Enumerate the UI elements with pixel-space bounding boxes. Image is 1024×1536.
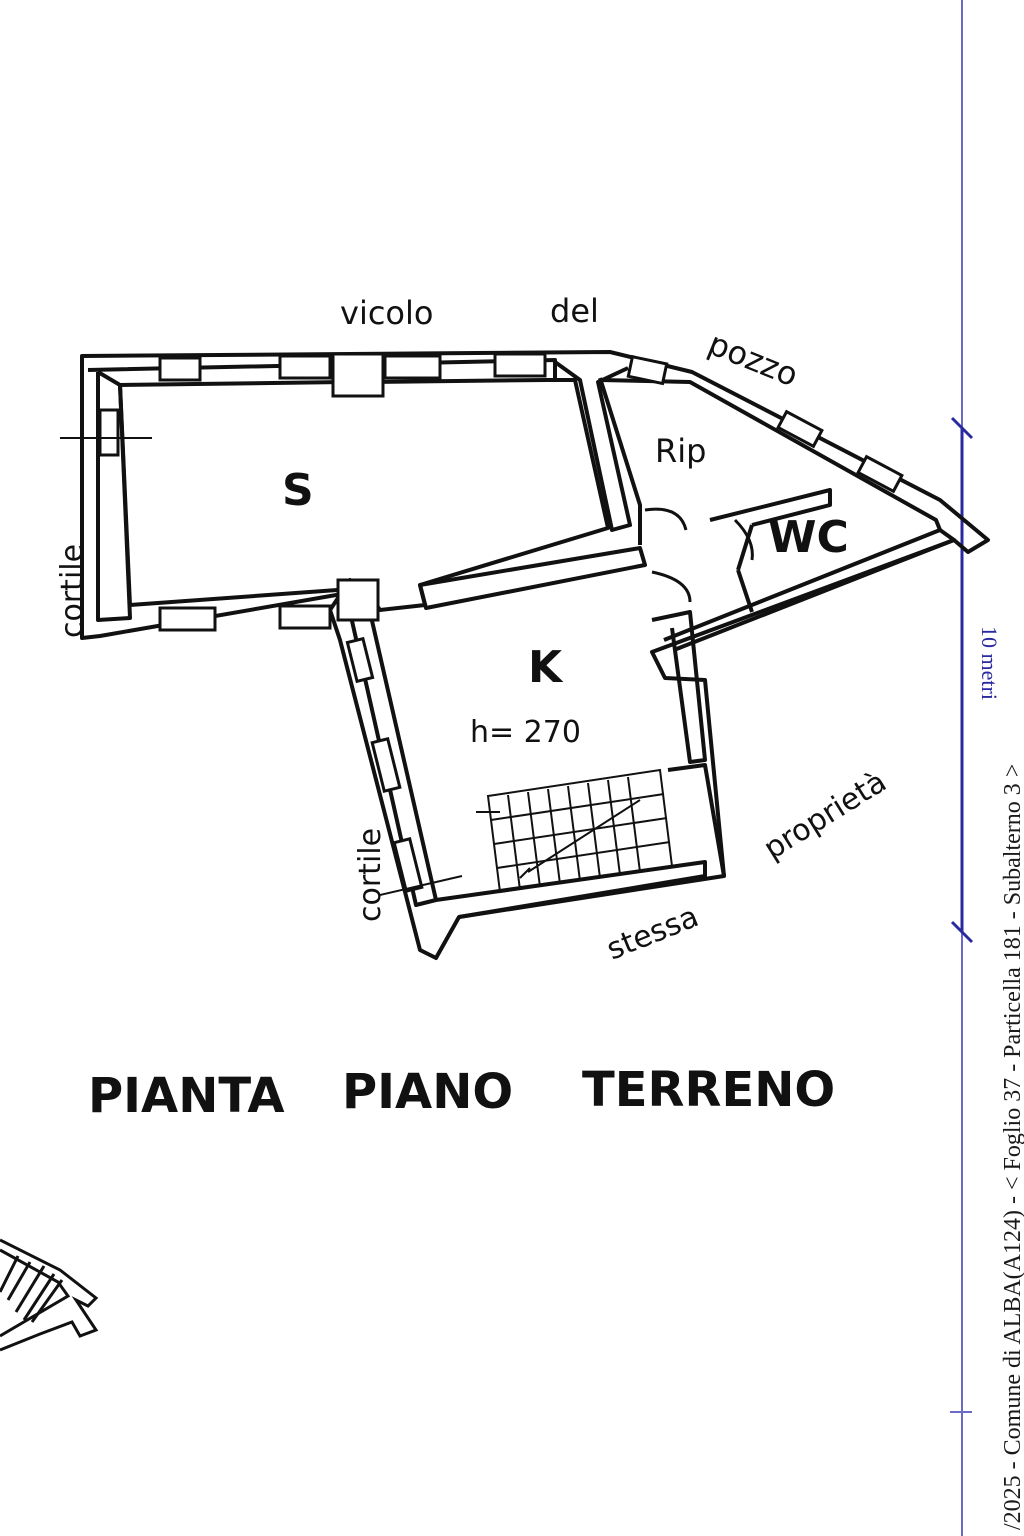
door-arc-wc	[733, 518, 754, 561]
wc-bottom-wall	[663, 528, 956, 652]
partition-block	[418, 546, 647, 610]
room-label-rip: Rip	[655, 432, 706, 470]
stessa-label: stessa	[602, 899, 704, 967]
k-room-inner-wall	[667, 763, 726, 877]
scale-bar	[950, 416, 974, 944]
room-s-inner-wall	[118, 378, 610, 612]
wc-wall-top	[709, 488, 832, 527]
rip-wall	[598, 377, 642, 545]
staircase	[476, 768, 674, 894]
k-room-right-wall	[651, 610, 707, 764]
cortile-label-bottom: cortile	[353, 828, 388, 922]
windows	[98, 352, 904, 894]
entry-arrow	[379, 875, 463, 896]
cadastral-stamp-text: /2025 - Comune di ALBA(A124) - < Foglio …	[1000, 764, 1024, 1530]
street-label-vicolo: vicolo	[340, 294, 433, 332]
cortile-label-left: cortile	[55, 544, 90, 638]
scale-label: 10 metri	[977, 626, 1002, 700]
partition-s-rip	[553, 360, 632, 532]
room-label-k: K	[528, 642, 564, 693]
top-wall	[87, 358, 557, 378]
street-label-del: del	[550, 292, 599, 330]
room-height-label: h= 270	[470, 715, 581, 750]
partial-drawing-fragment	[0, 1238, 99, 1352]
left-wall	[96, 370, 132, 622]
room-label-s: S	[282, 465, 314, 516]
title-word-piano: PIANO	[342, 1064, 513, 1120]
proprieta-label: proprietà	[758, 764, 893, 866]
title-word-pianta: PIANTA	[88, 1068, 285, 1124]
title-word-terreno: TERRENO	[582, 1062, 835, 1118]
pillars	[331, 352, 385, 622]
room-label-wc: WC	[768, 512, 849, 563]
door-arc-rip	[644, 507, 688, 531]
door-arc-k	[651, 570, 692, 603]
rip-outer-diagonal	[599, 378, 942, 531]
